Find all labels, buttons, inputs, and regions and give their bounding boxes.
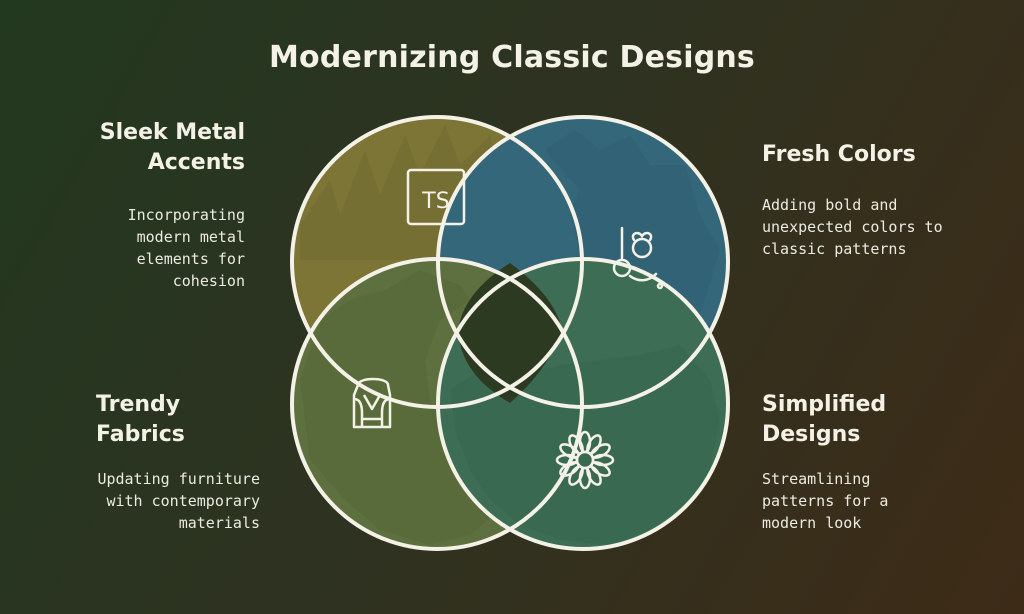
desc-trendy-fabrics: Updating furniture with contemporary mat… (97, 470, 260, 532)
heading-sleek-metal-accents: Sleek Metal Accents (99, 120, 245, 175)
label-simplified-designs: Simplified Designs Streamlining patterns… (762, 390, 992, 534)
typescript-icon: TS (406, 168, 466, 226)
page-title: Modernizing Classic Designs (269, 40, 755, 75)
label-sleek-metal-accents: Sleek Metal Accents Incorporating modern… (40, 118, 245, 292)
flower-icon (555, 430, 615, 490)
desc-fresh-colors: Adding bold and unexpected colors to cla… (762, 196, 943, 258)
desc-simplified-designs: Streamlining patterns for a modern look (762, 470, 889, 532)
label-fresh-colors: Fresh Colors Adding bold and unexpected … (762, 140, 992, 260)
svg-text:TS: TS (421, 189, 449, 214)
circle-outlines (290, 115, 730, 551)
heading-fresh-colors: Fresh Colors (762, 142, 916, 167)
heading-trendy-fabrics: Trendy Fabrics (96, 392, 185, 447)
paint-palette-icon (612, 226, 664, 290)
armchair-icon (352, 377, 392, 429)
label-trendy-fabrics: Trendy Fabrics Updating furniture with c… (40, 390, 260, 534)
desc-sleek-metal-accents: Incorporating modern metal elements for … (127, 206, 245, 290)
heading-simplified-designs: Simplified Designs (762, 392, 887, 447)
